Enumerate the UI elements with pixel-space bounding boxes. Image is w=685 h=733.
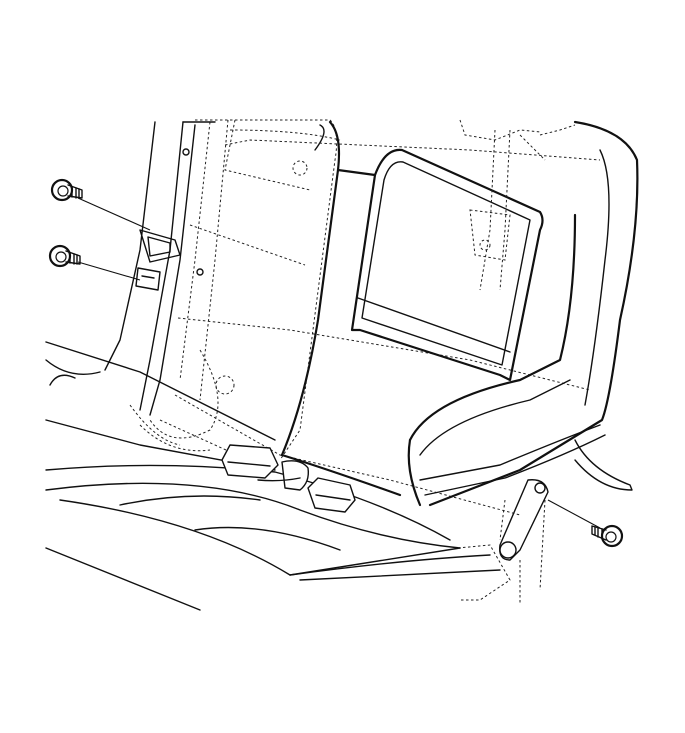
seat-cushion	[45, 341, 501, 611]
belt-buckles	[221, 444, 356, 513]
seat-hinge	[457, 479, 549, 605]
left-seatback	[129, 119, 591, 516]
bolt-upper-left-icon	[50, 178, 83, 202]
right-seatback	[224, 119, 639, 507]
belt-pillar	[104, 119, 229, 416]
bolt-lower-right-icon	[591, 524, 624, 548]
leader-lines	[77, 197, 601, 529]
bolt-middle-left-icon	[48, 244, 81, 268]
